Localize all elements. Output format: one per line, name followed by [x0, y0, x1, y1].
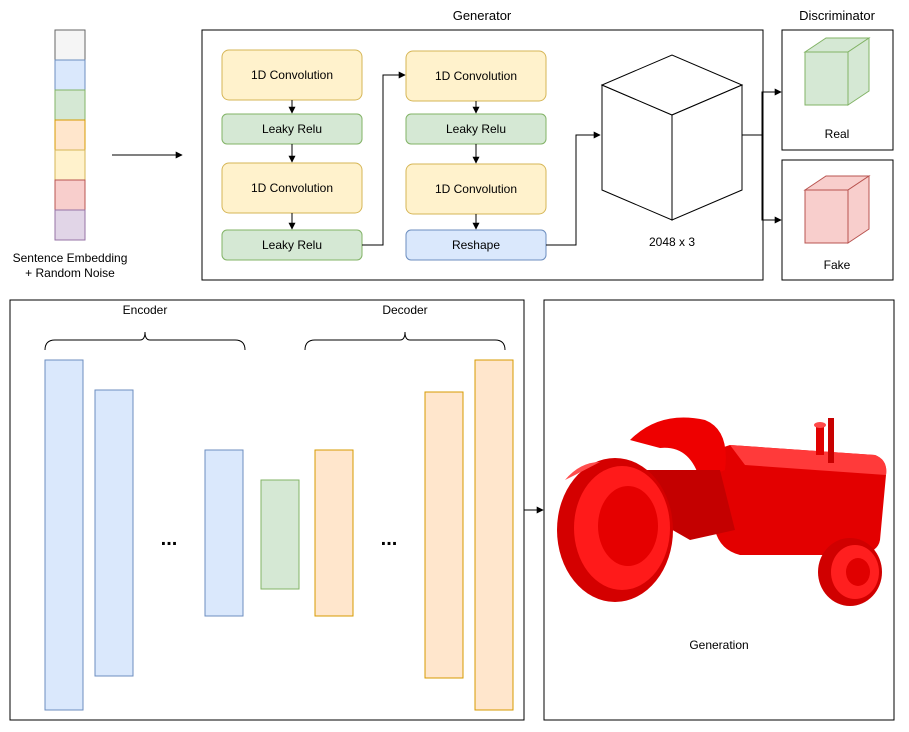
- decoder-layer: [474, 359, 514, 711]
- embedding-segment: [54, 209, 86, 241]
- decoder-layer: [424, 391, 464, 679]
- sentence-embedding-vector: [54, 29, 86, 241]
- encoder-layer: [204, 449, 244, 617]
- leaky-relu-label: Leaky Relu: [262, 122, 322, 136]
- generator-title: Generator: [453, 8, 512, 23]
- decoder-brace: [304, 331, 506, 351]
- to-fake-arrow: [761, 135, 782, 224]
- conv-label: 1D Convolution: [435, 69, 517, 83]
- to-real-arrow: [742, 88, 782, 136]
- leaky-relu-label: Leaky Relu: [446, 122, 506, 136]
- encoder-layer: [44, 359, 84, 711]
- latent-layer: [260, 479, 300, 590]
- tractor-render-icon: [557, 417, 887, 606]
- encoder-brace: [44, 331, 246, 351]
- fake-cube-icon: [803, 175, 871, 244]
- generation-label: Generation: [689, 638, 748, 652]
- reshape-to-output-arrow: [546, 131, 601, 246]
- fake-label: Fake: [824, 258, 851, 272]
- encoder-layer: [94, 389, 134, 677]
- output-shape-label: 2048 x 3: [649, 235, 695, 249]
- generator-box: [201, 29, 764, 281]
- embedding-segment: [54, 59, 86, 91]
- encoder-label: Encoder: [123, 303, 168, 317]
- decoder-ellipsis: ...: [381, 528, 398, 550]
- embedding-segment: [54, 179, 86, 211]
- column-connector-arrow: [362, 71, 406, 246]
- generation-box: [543, 299, 895, 721]
- embedding-label-line1: Sentence Embedding: [13, 251, 128, 265]
- conv-label: 1D Convolution: [435, 182, 517, 196]
- embedding-segment: [54, 89, 86, 121]
- decoder-layer: [314, 449, 354, 617]
- discriminator-title: Discriminator: [799, 8, 876, 23]
- embedding-label-line2: + Random Noise: [25, 266, 115, 280]
- embedding-segment: [54, 149, 86, 181]
- reshape-label: Reshape: [452, 238, 500, 252]
- embedding-segment: [54, 29, 86, 61]
- real-label: Real: [825, 127, 850, 141]
- real-cube-icon: [803, 37, 871, 106]
- decoder-label: Decoder: [382, 303, 427, 317]
- leaky-relu-label: Leaky Relu: [262, 238, 322, 252]
- point-cloud-cube-icon: [600, 54, 744, 221]
- real-box: [781, 29, 894, 151]
- embedding-segment: [54, 119, 86, 151]
- fake-box: [781, 159, 894, 281]
- conv-label: 1D Convolution: [251, 68, 333, 82]
- conv-label: 1D Convolution: [251, 181, 333, 195]
- encoder-ellipsis: ...: [161, 528, 178, 550]
